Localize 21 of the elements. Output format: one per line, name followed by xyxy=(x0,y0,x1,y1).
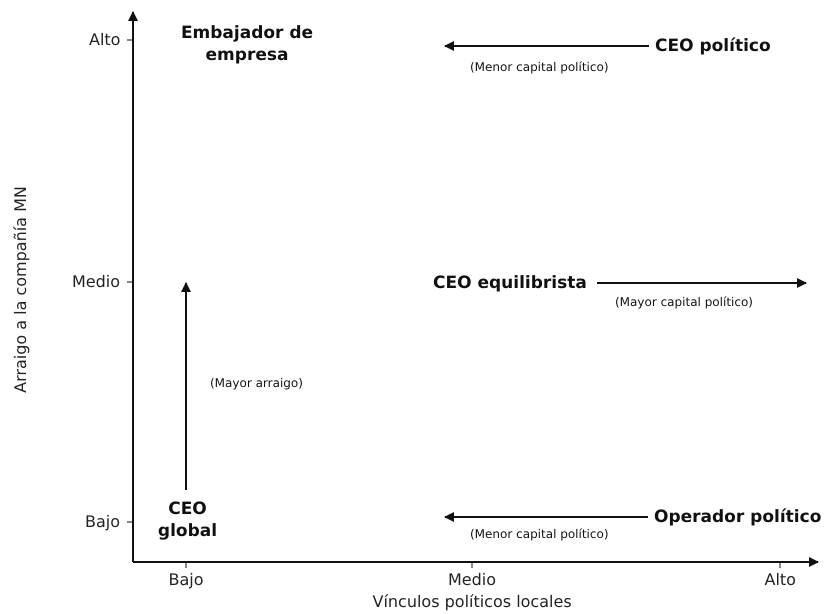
axis-title: Vínculos políticos locales xyxy=(372,592,572,611)
arrow xyxy=(597,278,807,288)
quadrant-label: CEO equilibrista xyxy=(433,272,587,294)
axis-tick-label: Alto xyxy=(89,30,120,49)
edge-label: (Menor capital político) xyxy=(470,527,609,541)
arrow xyxy=(444,41,649,51)
axis-tick-label: Alto xyxy=(764,570,796,589)
axis-title: Arraigo a la compañía MN xyxy=(10,186,30,393)
edge-label: (Mayor capital político) xyxy=(615,295,753,309)
edge-label: (Menor capital político) xyxy=(470,60,609,74)
quadrant-label: CEO global xyxy=(150,498,225,542)
quadrant-label: CEO político xyxy=(655,35,771,57)
arrow xyxy=(181,282,191,490)
axis-tick-label: Medio xyxy=(72,272,120,291)
axis-tick-label: Bajo xyxy=(168,570,204,589)
axis-tick-label: Medio xyxy=(448,570,496,589)
quadrant-label: Embajador de empresa xyxy=(172,22,322,66)
arrow xyxy=(444,512,648,522)
edge-label: (Mayor arraigo) xyxy=(210,376,303,390)
quadrant-label: Operador político xyxy=(654,506,822,528)
axis-tick-label: Bajo xyxy=(85,512,120,531)
